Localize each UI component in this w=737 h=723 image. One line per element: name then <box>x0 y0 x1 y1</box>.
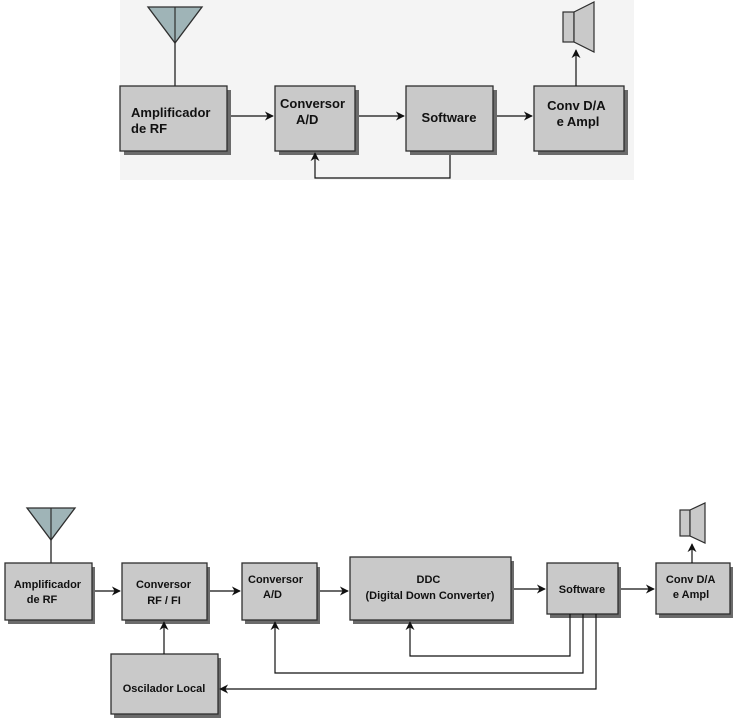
block-oscilador-local-label: Oscilador Local <box>123 683 206 695</box>
block-conv-da: Conv D/A e Ampl <box>656 563 733 618</box>
block-oscilador-local: Oscilador Local <box>111 654 221 718</box>
block-conv-da: Conv D/A e Ampl <box>534 86 628 155</box>
block-conversor-ad: Conversor A/D <box>275 86 359 155</box>
antenna-icon <box>27 508 75 563</box>
block-conversor-rf-fi: Conversor RF / FI <box>122 563 210 624</box>
block-amplificador: Amplificador de RF <box>120 86 231 155</box>
feedback-software-to-oscillator <box>220 614 596 689</box>
block-conversor-ad: Conversor A/D <box>242 563 320 624</box>
block-software-label: Software <box>559 584 605 596</box>
block-software: Software <box>406 86 497 155</box>
block-ddc: DDC (Digital Down Converter) <box>350 557 514 624</box>
block-software-label: Software <box>422 110 477 125</box>
diagram-1: Amplificador de RF Conversor A/D Softwar… <box>120 0 634 180</box>
block-amplificador: Amplificador de RF <box>5 563 95 624</box>
speaker-icon <box>680 503 705 543</box>
diagram-2: Amplificador de RF Conversor RF / FI Con… <box>5 503 733 718</box>
block-software: Software <box>547 563 621 618</box>
